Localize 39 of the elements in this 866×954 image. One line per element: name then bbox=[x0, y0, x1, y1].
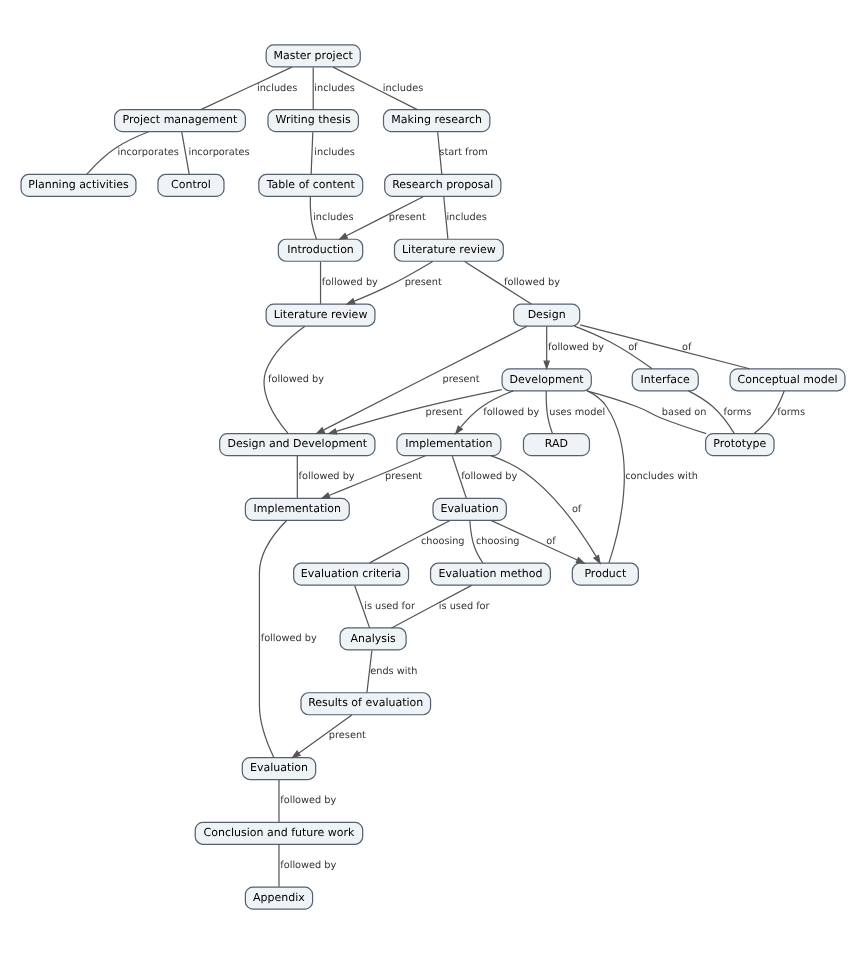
arrow bbox=[291, 714, 353, 759]
connector bbox=[390, 584, 473, 629]
arrow bbox=[327, 389, 503, 435]
connector bbox=[579, 324, 751, 370]
connector bbox=[310, 131, 314, 175]
connector bbox=[263, 325, 306, 434]
arrow bbox=[345, 260, 434, 305]
connector bbox=[278, 779, 280, 823]
connector bbox=[86, 131, 150, 176]
connector bbox=[437, 131, 443, 175]
arrow bbox=[490, 455, 601, 565]
connector bbox=[181, 131, 190, 175]
connector bbox=[573, 325, 653, 370]
connector bbox=[354, 585, 371, 629]
connector bbox=[753, 390, 785, 435]
connector bbox=[586, 390, 625, 564]
arrow bbox=[315, 325, 528, 435]
connector bbox=[296, 455, 298, 499]
connector bbox=[319, 261, 322, 305]
connector bbox=[312, 66, 314, 110]
connector bbox=[309, 196, 318, 240]
connector bbox=[278, 844, 280, 888]
arrow bbox=[320, 455, 426, 499]
connector bbox=[443, 196, 449, 240]
connector bbox=[469, 519, 484, 564]
arrow bbox=[543, 325, 551, 371]
connector bbox=[687, 390, 735, 435]
arrow bbox=[490, 520, 586, 564]
connector bbox=[366, 649, 373, 694]
connector bbox=[586, 390, 707, 435]
arrow bbox=[454, 390, 514, 435]
connector bbox=[200, 66, 293, 111]
connector bbox=[369, 519, 451, 564]
connector bbox=[464, 260, 532, 305]
connector bbox=[332, 66, 418, 111]
connector bbox=[258, 519, 288, 759]
arrow bbox=[338, 196, 424, 241]
connector bbox=[451, 455, 467, 499]
connector bbox=[545, 390, 554, 435]
